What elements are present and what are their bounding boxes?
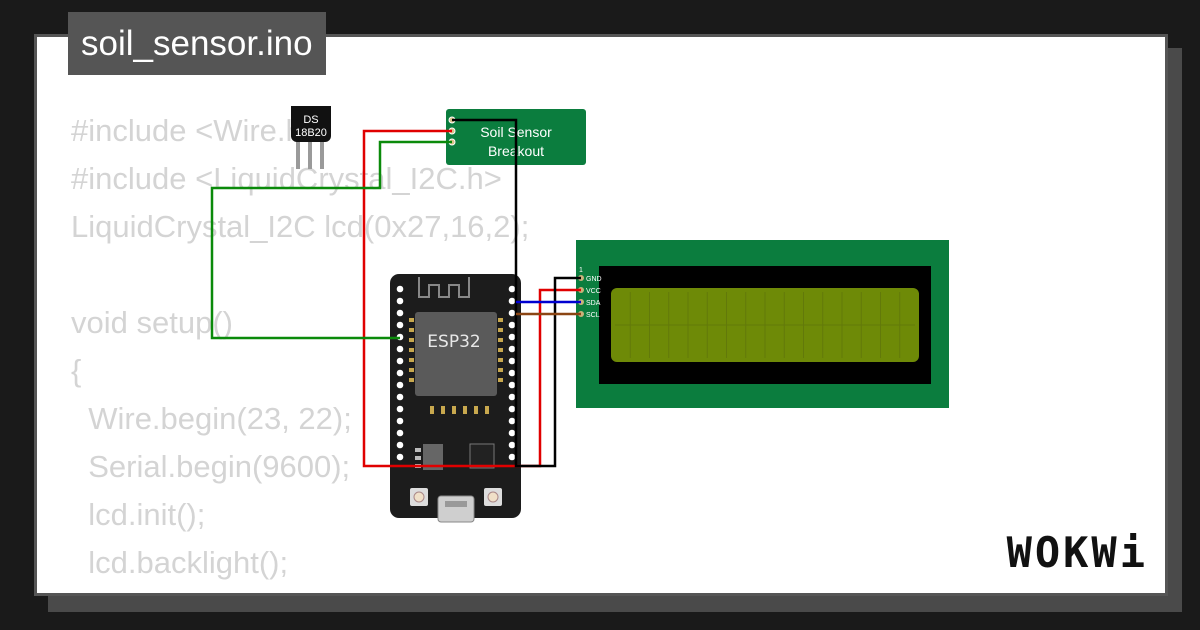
code-line: lcd.backlight(); [71, 545, 289, 580]
esp32-pin-left [396, 297, 404, 305]
wires [210, 118, 581, 468]
code-line: LiquidCrystal_I2C lcd(0x27,16,2); [71, 209, 530, 244]
esp32-pad [463, 406, 467, 414]
esp32-pin-left [396, 405, 404, 413]
esp32-pin-left [396, 417, 404, 425]
esp32-pin-left [396, 393, 404, 401]
esp32-pad [409, 368, 414, 372]
esp32-label: ESP32 [427, 332, 480, 352]
ds18b20-label-2: 18B20 [295, 127, 327, 139]
esp32-pin-left [396, 285, 404, 293]
esp32-pad [409, 318, 414, 322]
esp32-pin-left [396, 321, 404, 329]
wokwi-logo: WOKWi [1006, 528, 1148, 577]
code-line: lcd.init(); [71, 497, 206, 532]
esp32-pad [430, 406, 434, 414]
lcd-pin-sda: SDA [586, 300, 601, 307]
lcd-pin-scl: SCL [586, 312, 600, 319]
esp32-pad [498, 328, 503, 332]
esp32-pin-right [508, 381, 516, 389]
esp32-pad [498, 318, 503, 322]
ds18b20-sensor[interactable]: DS 18B20 [291, 106, 331, 169]
esp32-pad [409, 328, 414, 332]
lcd-pin-gnd: GND [586, 276, 602, 283]
esp32-pin-left [396, 357, 404, 365]
esp32-pin-right [508, 453, 516, 461]
esp32-pad [498, 348, 503, 352]
esp32-pin-right [508, 393, 516, 401]
code-line: Serial.begin(9600); [71, 449, 351, 484]
file-title-tab[interactable]: soil_sensor.ino [68, 12, 326, 75]
esp32-pin-right [508, 285, 516, 293]
wire-green-signal [210, 140, 452, 340]
code-line: void setup() [71, 305, 233, 340]
esp32-pin-left [396, 369, 404, 377]
esp32-pin-right [508, 309, 516, 317]
esp32-pad [474, 406, 478, 414]
wire-black-ground [452, 118, 581, 468]
esp32-pad [409, 378, 414, 382]
esp32-pin-left [396, 381, 404, 389]
esp32-pin-left [396, 441, 404, 449]
esp32-pad [498, 358, 503, 362]
esp32-pin-right [508, 369, 516, 377]
esp32-pin-right [508, 357, 516, 365]
esp32-pad [409, 338, 414, 342]
esp32-pin-left [396, 429, 404, 437]
esp32-pin-left [396, 453, 404, 461]
esp32-board[interactable]: ESP32 [390, 274, 521, 523]
esp32-pin-right [508, 297, 516, 305]
code-line: { [71, 353, 82, 388]
esp32-pin-right [508, 405, 516, 413]
code-line: Wire.begin(23, 22); [71, 401, 352, 436]
esp32-pad [452, 406, 456, 414]
ds18b20-label-1: DS [303, 114, 318, 126]
esp32-pad [441, 406, 445, 414]
esp32-pad [409, 358, 414, 362]
wire-red-power [362, 129, 581, 468]
lcd-1602[interactable]: 1 GND VCC SDA SCL [576, 240, 949, 408]
esp32-pin-right [508, 417, 516, 425]
esp32-pin-right [508, 429, 516, 437]
lcd-pin1-label: 1 [579, 267, 583, 274]
esp32-pin-left [396, 309, 404, 317]
esp32-pad [498, 338, 503, 342]
esp32-pad [485, 406, 489, 414]
esp32-pad [498, 368, 503, 372]
esp32-pad [498, 378, 503, 382]
esp32-pin-right [508, 333, 516, 341]
esp32-pin-right [508, 345, 516, 353]
lcd-pin-vcc: VCC [586, 288, 601, 295]
esp32-pin-right [508, 441, 516, 449]
esp32-pin-right [508, 321, 516, 329]
esp32-pad [409, 348, 414, 352]
esp32-pin-left [396, 345, 404, 353]
code-line: #include <LiquidCrystal_I2C.h> [71, 161, 502, 196]
